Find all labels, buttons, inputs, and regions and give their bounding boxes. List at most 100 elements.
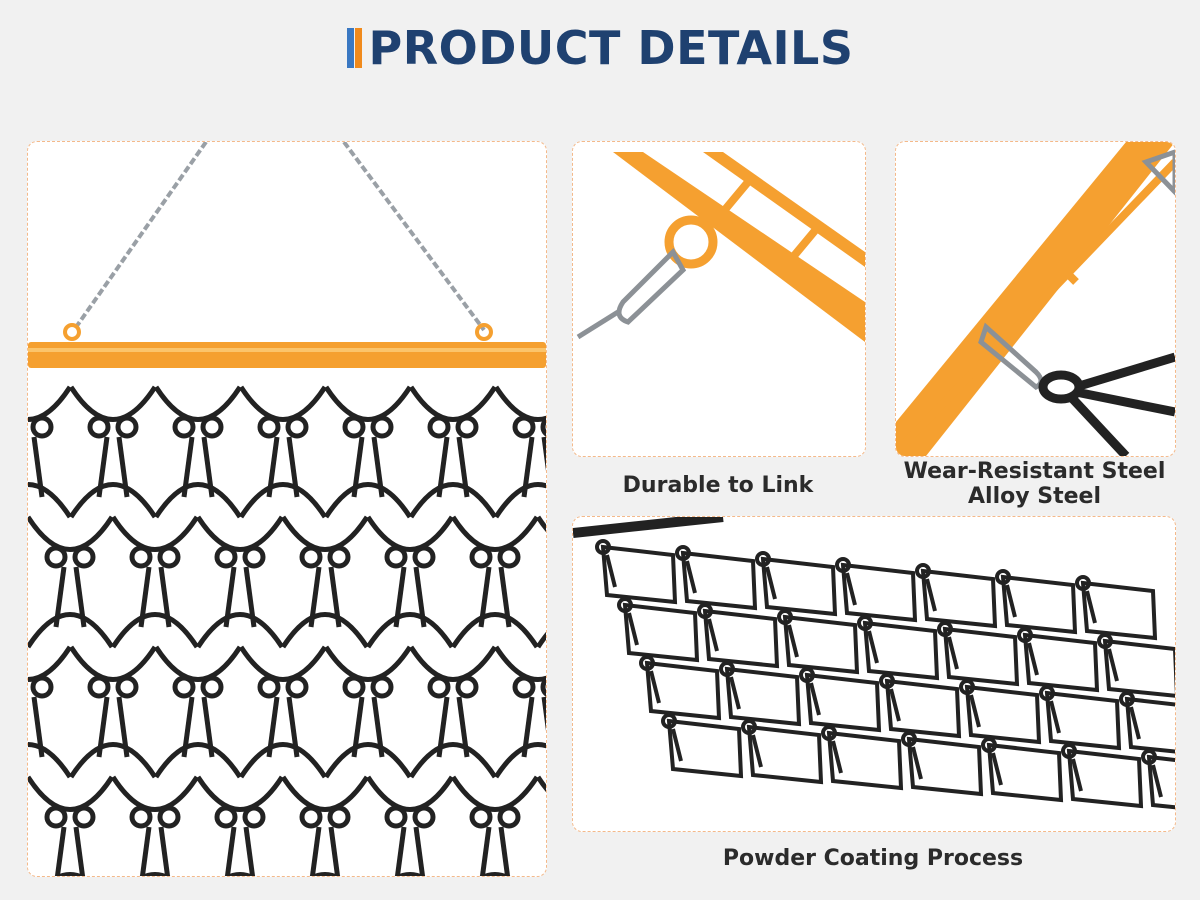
mesh-cell	[964, 684, 1042, 745]
mesh-link	[28, 515, 115, 552]
mesh-ring	[1097, 633, 1113, 649]
link-detail-illustration	[576, 152, 865, 342]
mesh-ring	[661, 713, 677, 729]
mesh-cell	[826, 730, 904, 791]
mesh-tine	[456, 436, 470, 498]
mesh-link	[225, 872, 255, 876]
mesh-link	[55, 872, 85, 876]
mesh-tine	[309, 826, 322, 876]
mesh-ring	[72, 545, 96, 569]
mesh-tine	[479, 826, 492, 876]
mesh-ring	[257, 675, 281, 699]
mesh-cell	[906, 736, 984, 797]
mesh-ring	[129, 545, 153, 569]
mesh-ring	[1061, 743, 1077, 759]
mesh-tine	[765, 566, 777, 600]
mesh-link	[280, 612, 370, 649]
caption-wear-resistant-steel: Wear-Resistant Steel Alloy Steel	[895, 459, 1174, 509]
mesh-tine	[328, 826, 341, 876]
mesh-ring	[412, 805, 436, 829]
mesh-link	[153, 645, 243, 682]
mesh-tine	[181, 436, 195, 498]
mesh-cell	[1022, 632, 1100, 693]
mesh-ring	[697, 603, 713, 619]
mesh-link	[408, 385, 498, 422]
mesh-cell	[1044, 690, 1122, 751]
mesh-tine	[867, 630, 879, 664]
mesh-cell	[666, 718, 744, 779]
mesh-link	[450, 612, 540, 649]
mesh-ring	[30, 415, 54, 439]
mesh-link	[365, 515, 455, 552]
mesh-tine	[991, 752, 1003, 786]
coated-mesh	[595, 539, 1175, 810]
mesh-cell	[862, 620, 940, 681]
mesh-ring	[214, 545, 238, 569]
mesh-tine	[158, 566, 172, 628]
mesh-tine	[889, 688, 901, 722]
mesh-ring	[719, 661, 735, 677]
mesh-link	[323, 742, 413, 779]
mesh-ring	[455, 415, 479, 439]
mesh-link	[110, 515, 200, 552]
mesh-tine	[729, 676, 741, 710]
carabiner	[576, 247, 687, 340]
mesh-ring	[327, 805, 351, 829]
mesh-ring	[540, 677, 546, 697]
mesh-tine	[201, 436, 215, 498]
mesh-tine	[1071, 758, 1083, 792]
mesh-link	[535, 515, 546, 532]
mesh-ring	[72, 805, 96, 829]
mesh-link	[28, 645, 73, 682]
caption-steel-line1: Wear-Resistant Steel	[903, 459, 1166, 484]
mesh-link	[310, 872, 340, 876]
black-chain-links	[1038, 352, 1175, 456]
mesh-link	[493, 645, 546, 682]
mesh-link	[68, 482, 158, 519]
mesh-cell	[1000, 574, 1078, 635]
mesh-link	[195, 775, 285, 812]
mesh-link	[450, 515, 540, 552]
mesh-tine	[31, 436, 45, 498]
mesh-ring	[512, 415, 536, 439]
mesh-tine	[328, 566, 342, 628]
steel-detail-image	[895, 141, 1176, 457]
mesh-ring	[115, 415, 139, 439]
mesh-ring	[172, 675, 196, 699]
link-detail-image	[572, 141, 866, 457]
mesh-link	[28, 482, 73, 519]
mesh-ring	[242, 805, 266, 829]
mesh-link	[365, 775, 455, 812]
caption-steel-line2: Alloy Steel	[968, 484, 1101, 509]
mesh-link	[493, 482, 546, 519]
mesh-link	[365, 612, 455, 649]
mesh-cell	[760, 556, 838, 617]
mesh-tine	[685, 560, 697, 594]
mesh-ring	[384, 805, 408, 829]
mesh-tine	[521, 436, 535, 498]
mesh-cell	[840, 562, 918, 623]
mesh-link	[280, 515, 370, 552]
mesh-tine	[541, 436, 546, 471]
mesh-tine	[456, 696, 470, 758]
drag-harrow-illustration	[28, 142, 546, 876]
mesh-ring	[87, 415, 111, 439]
mesh-tine	[181, 696, 195, 758]
mesh-ring	[1075, 575, 1091, 591]
mesh-ring	[540, 417, 546, 437]
mesh-link	[28, 385, 73, 422]
mesh-ring	[342, 675, 366, 699]
mesh-ring	[595, 539, 611, 555]
mesh-tine	[751, 734, 763, 768]
mesh-tine	[845, 572, 857, 606]
mesh-link	[493, 385, 546, 422]
mesh-cell	[884, 678, 962, 739]
mesh-tine	[911, 746, 923, 780]
mesh-cell	[1080, 580, 1158, 641]
mesh-ring	[755, 551, 771, 567]
mesh-tine	[139, 826, 152, 876]
mesh-cell	[804, 672, 882, 733]
mesh-tine	[286, 696, 300, 758]
mesh-tine	[393, 566, 407, 628]
mesh-ring	[370, 415, 394, 439]
